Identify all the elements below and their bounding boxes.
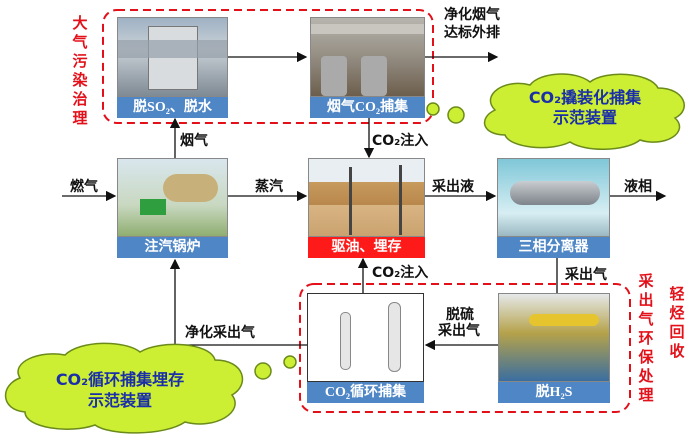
light-hydrocarbon-label: 轻烃回收 (669, 285, 685, 360)
top-group-label: 大气污染治理 (72, 14, 88, 127)
desulfurizer-label: 脱SO₂、脱水 (117, 97, 228, 118)
boiler-label: 注汽锅炉 (117, 237, 228, 258)
cloud-top-line2: 示范装置 (552, 108, 617, 127)
liquid-phase-label: 液相 (624, 179, 652, 195)
discharge-text-2: 达标外排 (444, 25, 500, 41)
fuel-gas-label: 燃气 (70, 179, 98, 195)
desulfurizer-photo (117, 17, 228, 97)
steam-label: 蒸汽 (255, 179, 283, 195)
purified-gas-label: 净化采出气 (185, 325, 255, 341)
cloud-top-line1: CO₂撬装化捕集 (528, 88, 642, 107)
oil-reservoir-photo (308, 158, 425, 237)
co2-inject-bottom-label: CO₂注入 (372, 265, 429, 281)
discharge-text-1: 净化烟气 (444, 7, 500, 23)
cloud-bottom-line1: CO₂循环捕集埋存 (55, 370, 185, 389)
desulfurized-text-1: 脱硫 (446, 307, 474, 323)
h2s-removal-photo (498, 293, 610, 382)
co2-cycle-label: CO₂循环捕集 (307, 382, 424, 403)
co2-inject-top-label: CO₂注入 (372, 133, 429, 149)
flue-capture-photo (310, 17, 425, 97)
cloud-bottom-shape (4, 342, 297, 434)
oil-storage-label: 驱油、埋存 (308, 237, 425, 258)
desulfurized-text-2: 采出气 (438, 323, 480, 339)
cloud-top-shape (426, 73, 685, 150)
cloud-bottom-line2: 示范装置 (87, 391, 152, 410)
produced-liquid-label: 采出液 (432, 179, 474, 195)
boiler-photo (117, 158, 228, 237)
flue-gas-label: 烟气 (180, 133, 208, 149)
co2-cycle-diagram (307, 293, 424, 382)
top-dashed-group (102, 9, 434, 124)
produced-gas-label: 采出气 (565, 267, 607, 283)
bottom-group-label: 采出气环保处理 (638, 272, 654, 404)
flue-capture-label: 烟气CO₂捕集 (310, 97, 425, 118)
separator-photo (497, 158, 610, 237)
bottom-dashed-group (299, 283, 631, 413)
separator-label: 三相分离器 (497, 237, 610, 258)
h2s-label: 脱H₂S (498, 382, 610, 403)
